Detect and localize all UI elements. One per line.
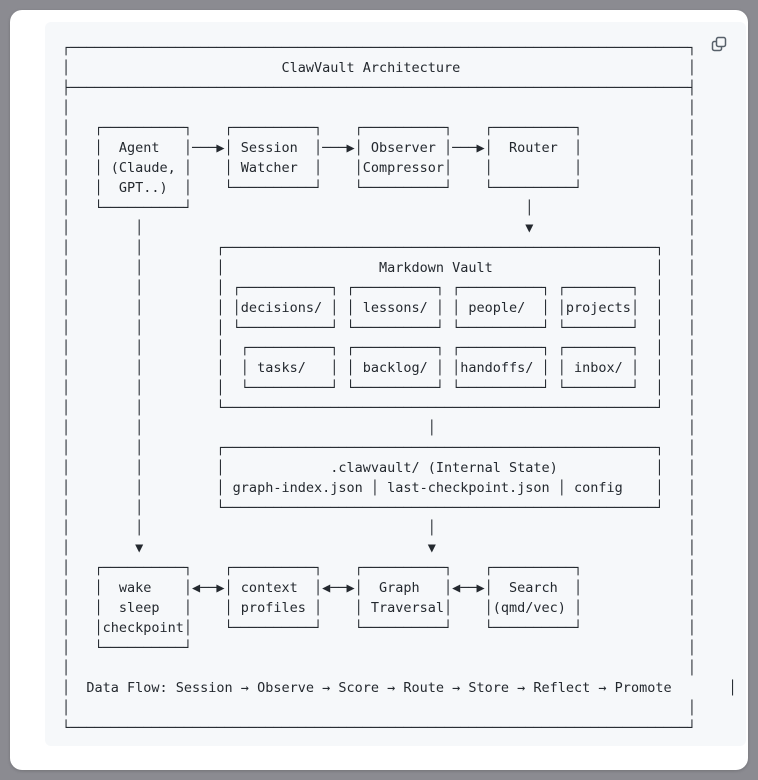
ascii-diagram: ┌───────────────────────────────────────… — [62, 40, 737, 736]
content-card: ┌───────────────────────────────────────… — [10, 10, 748, 770]
copy-button[interactable] — [705, 30, 733, 58]
code-block: ┌───────────────────────────────────────… — [45, 22, 746, 746]
copy-icon — [710, 35, 728, 53]
